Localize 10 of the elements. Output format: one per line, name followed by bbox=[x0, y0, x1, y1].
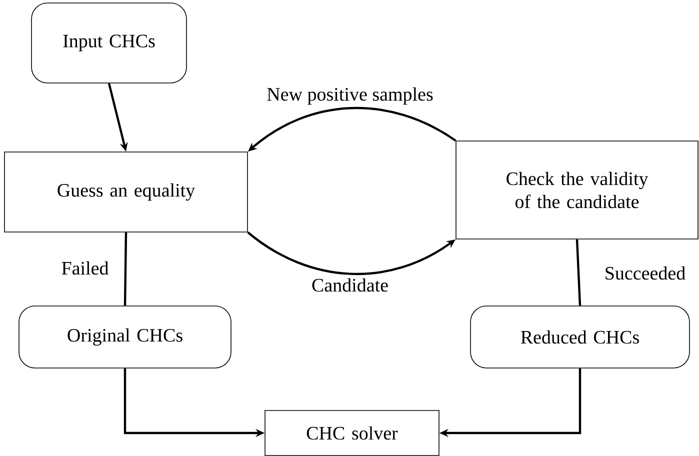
process-box: Guess an equality bbox=[4, 152, 248, 232]
process-box: CHC solver bbox=[264, 410, 440, 456]
rounded-box: Reduced CHCs bbox=[470, 306, 690, 368]
edge-label: Succeeded bbox=[603, 265, 687, 281]
rounded-box: Original CHCs bbox=[18, 306, 232, 368]
edge-label: Candidate bbox=[310, 277, 390, 293]
rounded-box: Input CHCs bbox=[31, 2, 187, 84]
edge-label: New positive samples bbox=[266, 86, 434, 106]
process-box: Check the validity of the candidate bbox=[456, 140, 698, 240]
edge-label: Failed bbox=[60, 260, 110, 276]
